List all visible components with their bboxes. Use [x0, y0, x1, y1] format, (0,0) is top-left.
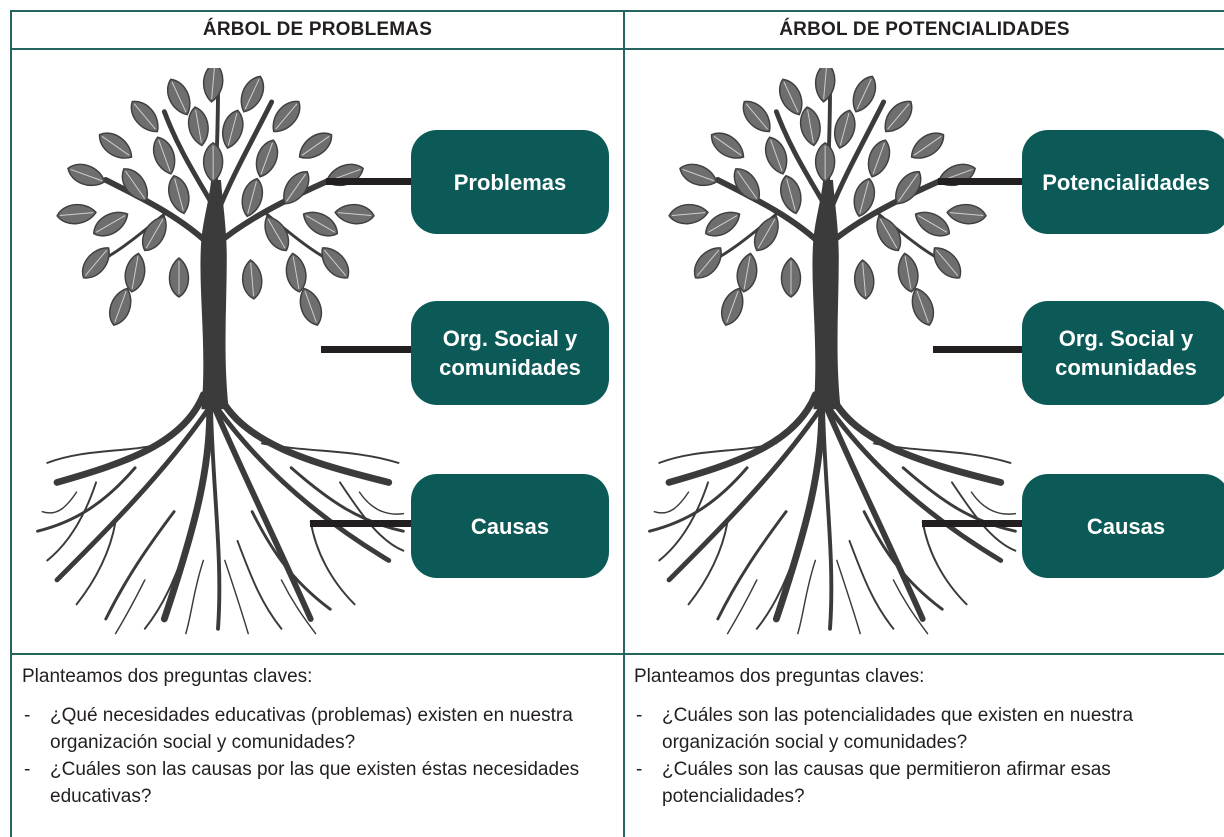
connector-causas-left: [310, 520, 414, 527]
header-divider: [10, 48, 1224, 50]
label-org-social-left: Org. Social y comunidades: [411, 301, 609, 405]
connector-potencialidades: [938, 178, 1026, 185]
connector-causas-right: [922, 520, 1026, 527]
right-question-2: -¿Cuáles son las causas que permitieron …: [636, 759, 1111, 807]
right-question-1: -¿Cuáles son las potencialidades que exi…: [636, 705, 1134, 753]
left-questions-cell: Planteamos dos preguntas claves: -¿Qué n…: [22, 663, 614, 810]
label-causas-left: Causas: [411, 474, 609, 578]
column-divider: [623, 10, 625, 837]
left-question-1: -¿Qué necesidades educativas (problemas)…: [24, 705, 573, 753]
right-questions-cell: Planteamos dos preguntas claves: -¿Cuále…: [634, 663, 1218, 810]
left-question-2: -¿Cuáles son las causas por las que exis…: [24, 759, 580, 807]
left-header: ÁRBOL DE PROBLEMAS: [202, 19, 433, 40]
right-header: ÁRBOL DE POTENCIALIDADES: [779, 19, 1070, 40]
right-question-list: -¿Cuáles son las potencialidades que exi…: [634, 702, 1218, 810]
table-border-left: [10, 10, 12, 837]
connector-org-social-right: [933, 346, 1026, 353]
connector-org-social-left: [321, 346, 414, 353]
text-row-divider: [10, 653, 1224, 655]
tree-icon: [630, 68, 1030, 648]
left-question-list: -¿Qué necesidades educativas (problemas)…: [22, 702, 614, 810]
label-potencialidades: Potencialidades: [1022, 130, 1224, 234]
tree-icon: [18, 68, 418, 648]
label-org-social-right: Org. Social y comunidades: [1022, 301, 1224, 405]
connector-problemas: [326, 178, 414, 185]
left-intro-text: Planteamos dos preguntas claves:: [22, 666, 313, 687]
table-border-top: [10, 10, 1224, 12]
right-intro-text: Planteamos dos preguntas claves:: [634, 666, 925, 687]
label-problemas: Problemas: [411, 130, 609, 234]
label-causas-right: Causas: [1022, 474, 1224, 578]
